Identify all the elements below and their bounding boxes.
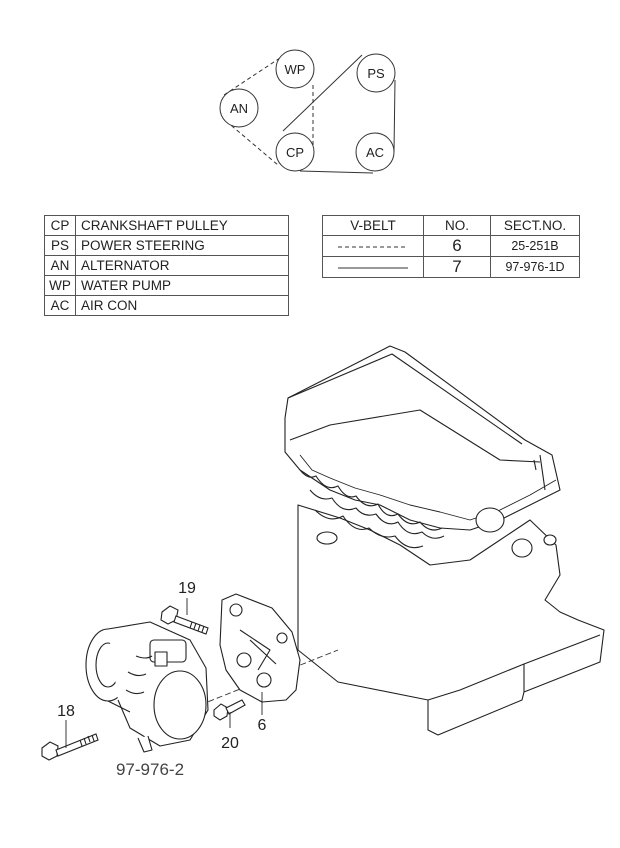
legend-row: PS POWER STEERING [44, 235, 289, 256]
solid-line-sample [338, 267, 408, 268]
timing-cover-boss [543, 534, 557, 546]
legend-row: AN ALTERNATOR [44, 255, 289, 276]
pulley-ac [355, 132, 395, 172]
pulley-label: AN [230, 101, 248, 116]
belt-header-sect: SECT.NO. [490, 215, 580, 236]
callout-6: 6 [258, 717, 267, 734]
bracket-hole [256, 672, 272, 688]
block-casting-contour [314, 509, 424, 549]
head-cover-rib [533, 454, 546, 491]
pulley-label: AC [366, 145, 384, 160]
belt-row: 7 97-976-1D [322, 256, 580, 278]
compressor-fins [125, 655, 153, 695]
callout-19: 19 [178, 580, 196, 597]
belt-header-vbelt: V-BELT [322, 215, 424, 236]
belt-header-no: NO. [423, 215, 491, 236]
legend-name: ALTERNATOR [75, 255, 289, 276]
bolts [41, 605, 246, 761]
legend-name: WATER PUMP [75, 275, 289, 296]
pulleys [219, 49, 396, 172]
legend-row: WP WATER PUMP [44, 275, 289, 296]
legend-code: AN [44, 255, 76, 276]
timing-cover-boss [475, 507, 505, 533]
pulley-ps [356, 53, 396, 93]
belt-no: 6 [423, 235, 491, 257]
pulley-an [219, 88, 259, 128]
oil-pan-edge [523, 634, 601, 665]
head-gasket-line [299, 454, 557, 521]
solid-belt-segment [393, 79, 396, 153]
dashed-line-sample [338, 246, 408, 247]
bolt-20-shank [225, 699, 246, 715]
legend-code: PS [44, 235, 76, 256]
bracket-hole [236, 652, 252, 668]
belt-routing-diagram [223, 54, 396, 174]
bracket-body [219, 593, 301, 703]
head-cover-edge [287, 353, 523, 445]
callout-leaders [65, 598, 263, 748]
head-casting-contour [309, 489, 445, 539]
belt-line-sample [322, 256, 424, 278]
compressor-edge [107, 700, 131, 713]
pulley-cp [275, 132, 315, 172]
bolt-18-head [41, 741, 59, 761]
callout-20: 20 [221, 735, 239, 752]
head-cover-ridge [289, 409, 541, 463]
compressor-fitting-port [154, 651, 168, 667]
bracket-hole [229, 603, 243, 617]
callout-18: 18 [57, 703, 75, 720]
ac-compressor [85, 621, 209, 753]
legend-name: POWER STEERING [75, 235, 289, 256]
v-belt-table: V-BELT NO. SECT.NO. 6 25-251B 7 97-976-1… [322, 215, 580, 278]
compressor-bracket [219, 593, 301, 703]
pulley-label: PS [367, 66, 385, 81]
legend-code: CP [44, 215, 76, 236]
solid-belt-segment [299, 170, 374, 174]
pulley-legend-table: CP CRANKSHAFT PULLEY PS POWER STEERING A… [44, 215, 289, 316]
engine-illustration [284, 345, 605, 736]
cylinder-head-cover [284, 345, 561, 531]
pulley-label: CP [286, 145, 304, 160]
dashed-belt-segment [225, 120, 279, 166]
compressor-lug [137, 735, 153, 753]
legend-code: WP [44, 275, 76, 296]
legend-name: CRANKSHAFT PULLEY [75, 215, 289, 236]
belt-table-header-row: V-BELT NO. SECT.NO. [322, 215, 580, 236]
bracket-hole [276, 632, 288, 644]
belt-sect-no: 97-976-1D [490, 256, 580, 278]
oil-pan-edge [427, 663, 525, 701]
bolt-18-shank [55, 733, 99, 757]
bolt-19-thread [189, 621, 205, 633]
legend-code: AC [44, 295, 76, 316]
bracket-rib [239, 629, 277, 671]
block-boss [316, 531, 338, 545]
legend-name: AIR CON [75, 295, 289, 316]
belt-row: 6 25-251B [322, 235, 580, 257]
compressor-reference-number: 97-976-2 [116, 760, 184, 779]
solid-belt-segment [282, 54, 363, 132]
compressor-rear-cover [153, 670, 207, 740]
bolt-18-thread [79, 734, 95, 747]
pulley-label: WP [285, 62, 306, 77]
pulley-wp [275, 49, 315, 89]
legend-row: CP CRANKSHAFT PULLEY [44, 215, 289, 236]
belt-no: 7 [423, 256, 491, 278]
belt-sect-no: 25-251B [490, 235, 580, 257]
bolt-20-head [213, 703, 229, 721]
dashed-belt-segment [223, 55, 284, 96]
legend-row: AC AIR CON [44, 295, 289, 316]
belt-line-sample [322, 235, 424, 257]
timing-cover-boss [511, 538, 533, 558]
head-casting-contour [299, 469, 443, 531]
engine-block [297, 504, 605, 736]
